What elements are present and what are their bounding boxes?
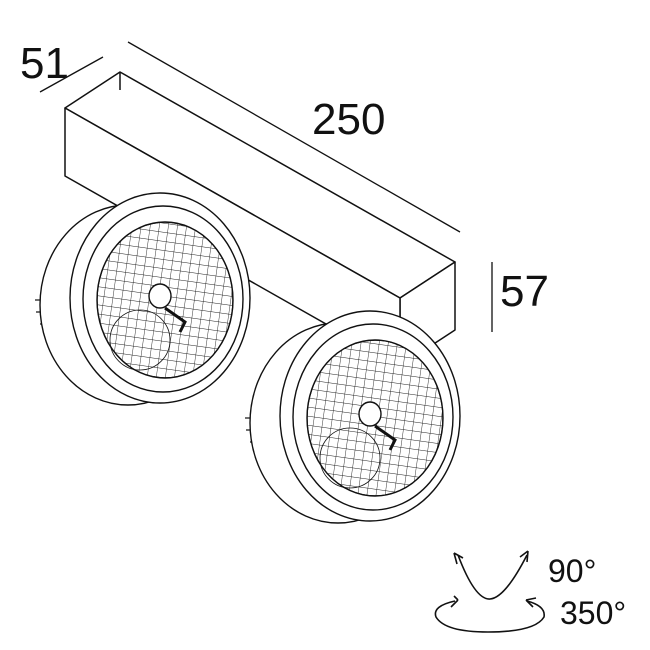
depth-dimension-label: 51 <box>20 39 69 88</box>
length-dimension-label: 250 <box>312 95 385 144</box>
pan-rotation-icon <box>434 595 545 633</box>
lamp-head-right <box>245 310 461 524</box>
tilt-angle-label: 90° <box>548 553 596 589</box>
pan-angle-label: 350° <box>560 595 626 631</box>
lamp-head-left <box>35 192 251 406</box>
height-dimension-label: 57 <box>500 267 549 316</box>
dimension-lines <box>39 41 493 332</box>
tilt-rotation-icon <box>453 550 529 600</box>
